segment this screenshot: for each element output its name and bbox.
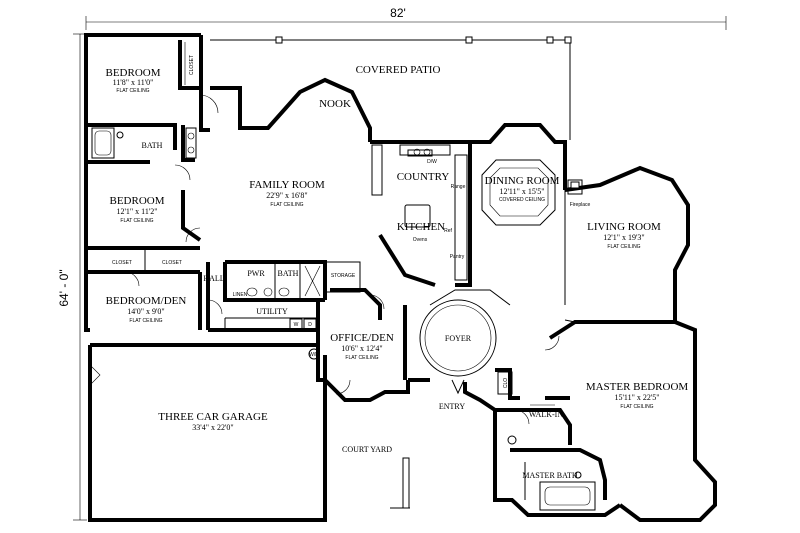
- bath-2-label: BATH: [278, 269, 299, 278]
- foyer-label: FOYER: [445, 334, 472, 343]
- door-swings: [89, 94, 560, 425]
- depth-dimension: 64' - 0": [57, 269, 71, 306]
- nook-label: NOOK: [319, 98, 351, 110]
- closet-2-label: CLOSET: [162, 260, 182, 266]
- living-room-ceiling: FLAT CEILING: [607, 244, 640, 250]
- office-den-size: 10'6" x 12'4": [341, 344, 382, 353]
- master-bedroom-ceiling: FLAT CEILING: [620, 404, 653, 410]
- family-room-label: FAMILY ROOM: [249, 179, 325, 191]
- family-room-size: 22'9" x 16'8": [266, 191, 307, 200]
- bedroom-2-label: BEDROOM: [109, 195, 164, 207]
- kitchen-dw-label: D/W: [427, 159, 437, 165]
- garage-label: THREE CAR GARAGE: [158, 411, 268, 423]
- covered-patio-label: COVERED PATIO: [356, 64, 441, 76]
- kitchen-ref-label: Ref: [444, 228, 452, 234]
- kitchen-range-label: Range: [451, 184, 466, 190]
- family-room-ceiling: FLAT CEILING: [270, 202, 303, 208]
- dimension-lines: [73, 16, 727, 521]
- office-den-label: OFFICE/DEN: [330, 332, 394, 344]
- storage-label: STORAGE: [331, 273, 356, 279]
- bedroom-1-size: 11'8" x 11'0": [113, 78, 154, 87]
- entry-label: ENTRY: [439, 402, 465, 411]
- closet-top-label: CLOSET: [189, 55, 195, 75]
- utility-label: UTILITY: [256, 307, 288, 316]
- dining-room-ceiling: COVERED CEILING: [499, 197, 545, 203]
- dryer-label: D: [308, 322, 312, 328]
- kitchen-label-top: COUNTRY: [397, 171, 450, 183]
- interior-walls: [86, 40, 675, 500]
- clo-label: CLO: [503, 378, 509, 388]
- bedroom-den-ceiling: FLAT CEILING: [129, 318, 162, 324]
- bath-1-label: BATH: [142, 141, 163, 150]
- master-bedroom-size: 15'11" x 22'5": [614, 393, 659, 402]
- closet-1-label: CLOSET: [112, 260, 132, 266]
- bedroom-den-label: BEDROOM/DEN: [106, 295, 187, 307]
- bedroom-2-ceiling: FLAT CEILING: [120, 218, 153, 224]
- kitchen-label-bottom: KITCHEN: [397, 221, 445, 233]
- master-bath-label: MASTER BATH: [522, 471, 578, 480]
- fixtures: [91, 42, 596, 511]
- kitchen-pantry-label: Pantry: [450, 254, 465, 260]
- living-room-size: 12'1" x 19'3": [603, 233, 644, 242]
- bedroom-1-label: BEDROOM: [105, 67, 160, 79]
- kitchen-oven-label: Ovens: [413, 237, 428, 243]
- office-den-ceiling: FLAT CEILING: [345, 355, 378, 361]
- dining-room-label: DINING ROOM: [485, 175, 560, 187]
- court-yard-label: COURT YARD: [342, 445, 392, 454]
- bedroom-1-ceiling: FLAT CEILING: [116, 88, 149, 94]
- linen-label: LINEN: [233, 292, 248, 298]
- exterior-walls: [84, 33, 717, 522]
- bedroom-den-size: 14'0" x 9'0": [127, 307, 164, 316]
- master-bedroom-label: MASTER BEDROOM: [586, 381, 689, 393]
- garage-size: 33'4" x 22'0": [192, 423, 233, 432]
- water-heater-label: W/H: [309, 352, 319, 358]
- pwr-label: PWR: [247, 269, 265, 278]
- width-dimension: 82': [390, 6, 406, 20]
- washer-label: W: [294, 322, 299, 328]
- living-room-label: LIVING ROOM: [587, 221, 661, 233]
- hall-label: HALL: [203, 274, 224, 283]
- dining-room-size: 12'11" x 15'5": [499, 187, 544, 196]
- walk-in-label: WALK-IN: [529, 410, 563, 419]
- fireplace-label: Fireplace: [570, 202, 591, 208]
- patio-posts: [275, 36, 572, 44]
- bedroom-2-size: 12'1" x 11'2": [116, 207, 157, 216]
